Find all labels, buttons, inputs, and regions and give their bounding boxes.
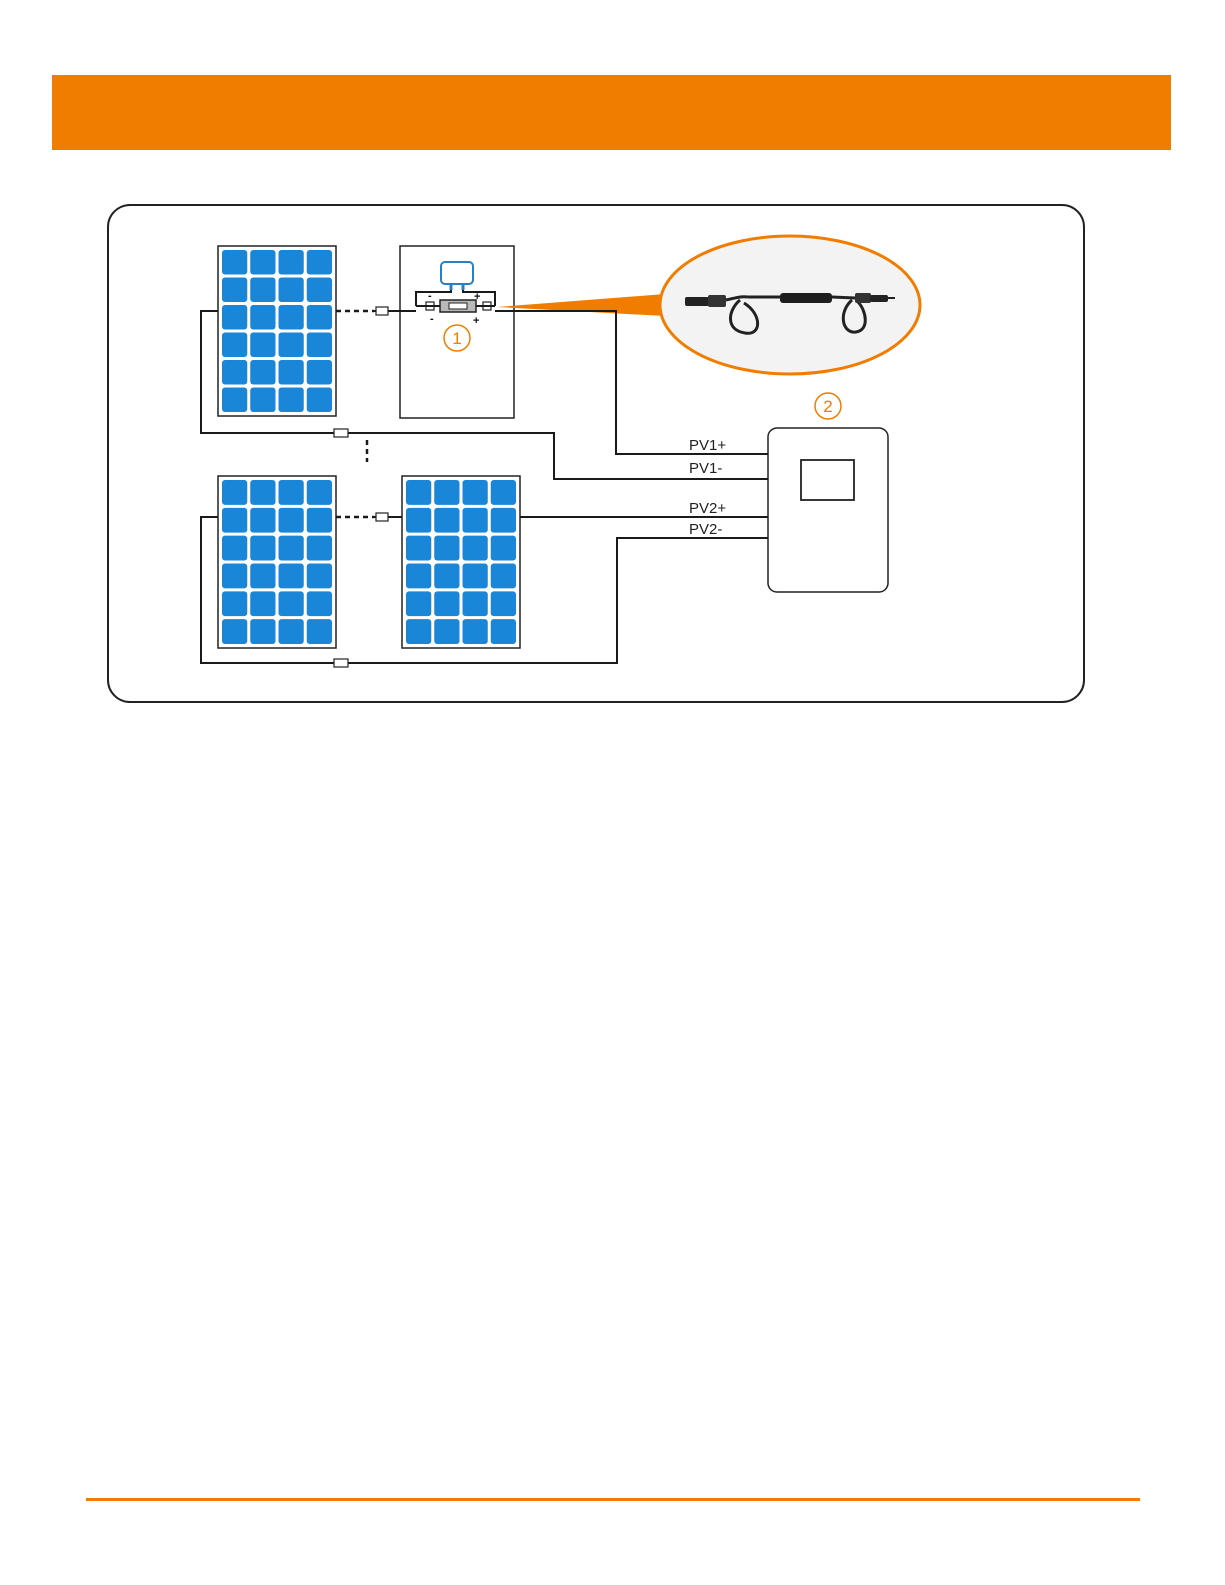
solar-cell [406,508,431,533]
solar-cell [279,388,304,413]
solar-cell [222,360,247,385]
solar-cell [307,278,332,303]
solar-cell [307,536,332,561]
sign-minus-upper: - [428,290,432,302]
callout-pointer [497,294,665,316]
solar-cell [250,536,275,561]
solar-cell [434,564,459,589]
solar-cell [491,619,516,644]
solar-cell [250,360,275,385]
solar-cell [434,508,459,533]
label-pv1-plus: PV1+ [689,437,726,454]
sign-minus-lower: - [430,313,434,325]
solar-cell [222,619,247,644]
marker-2-label: 2 [823,397,832,416]
solar-cell [307,388,332,413]
solar-cell [406,536,431,561]
solar-panel-bottom-left [218,476,336,648]
solar-cell [279,250,304,275]
solar-cell [434,536,459,561]
connector-top [376,307,388,315]
solar-cell [307,360,332,385]
solar-cell [279,619,304,644]
sign-plus-upper: + [474,291,480,303]
connector-string1-return [334,429,348,437]
solar-cell [279,536,304,561]
solar-cell [463,508,488,533]
solar-cell [307,508,332,533]
label-pv2-plus: PV2+ [689,500,726,517]
solar-panel-bottom-right [402,476,520,648]
solar-cell [250,250,275,275]
solar-cell [463,480,488,505]
solar-cell [250,480,275,505]
solar-cell [222,250,247,275]
solar-cell [222,591,247,616]
solar-cell [434,591,459,616]
solar-cell [250,333,275,358]
solar-cell [222,333,247,358]
solar-cell [307,250,332,275]
solar-cell [434,480,459,505]
solar-cell [463,591,488,616]
sign-plus-lower: + [473,315,479,327]
solar-cell [491,591,516,616]
solar-cell [279,591,304,616]
solar-cell [279,278,304,303]
solar-cell [250,564,275,589]
solar-cell [491,536,516,561]
solar-cell [222,305,247,330]
solar-cell [307,591,332,616]
solar-cell [222,480,247,505]
solar-panel-top-left [218,246,336,416]
solar-cell [434,619,459,644]
solar-cell [307,564,332,589]
solar-cell [222,564,247,589]
inverter [768,428,888,592]
solar-cell [250,278,275,303]
footer-rule [86,1498,1140,1501]
solar-cell [222,388,247,413]
solar-cell [307,305,332,330]
connector-bottom [376,513,388,521]
solar-cell [250,619,275,644]
solar-cell [307,480,332,505]
solar-cell [279,508,304,533]
solar-cell [307,619,332,644]
solar-cell [250,591,275,616]
solar-cell [279,305,304,330]
solar-cell [463,564,488,589]
solar-cell [307,333,332,358]
solar-cell [406,619,431,644]
solar-cell [491,564,516,589]
junction-box-icon [441,262,473,284]
label-pv1-minus: PV1- [689,460,722,477]
inverter-display [801,460,854,500]
solar-cell [250,508,275,533]
solar-cell [279,564,304,589]
solar-cell [279,333,304,358]
solar-cell [463,536,488,561]
solar-cell [491,480,516,505]
solar-cell [406,564,431,589]
solar-cell [279,360,304,385]
label-pv2-minus: PV2- [689,521,722,538]
solar-cell [222,508,247,533]
solar-cell [250,388,275,413]
solar-cell [406,591,431,616]
solar-cell [222,278,247,303]
solar-cell [222,536,247,561]
solar-cell [491,508,516,533]
connector-string2-return [334,659,348,667]
solar-cell [406,480,431,505]
solar-cell [463,619,488,644]
solar-cell [279,480,304,505]
solar-cell [250,305,275,330]
marker-1-label: 1 [452,329,461,348]
